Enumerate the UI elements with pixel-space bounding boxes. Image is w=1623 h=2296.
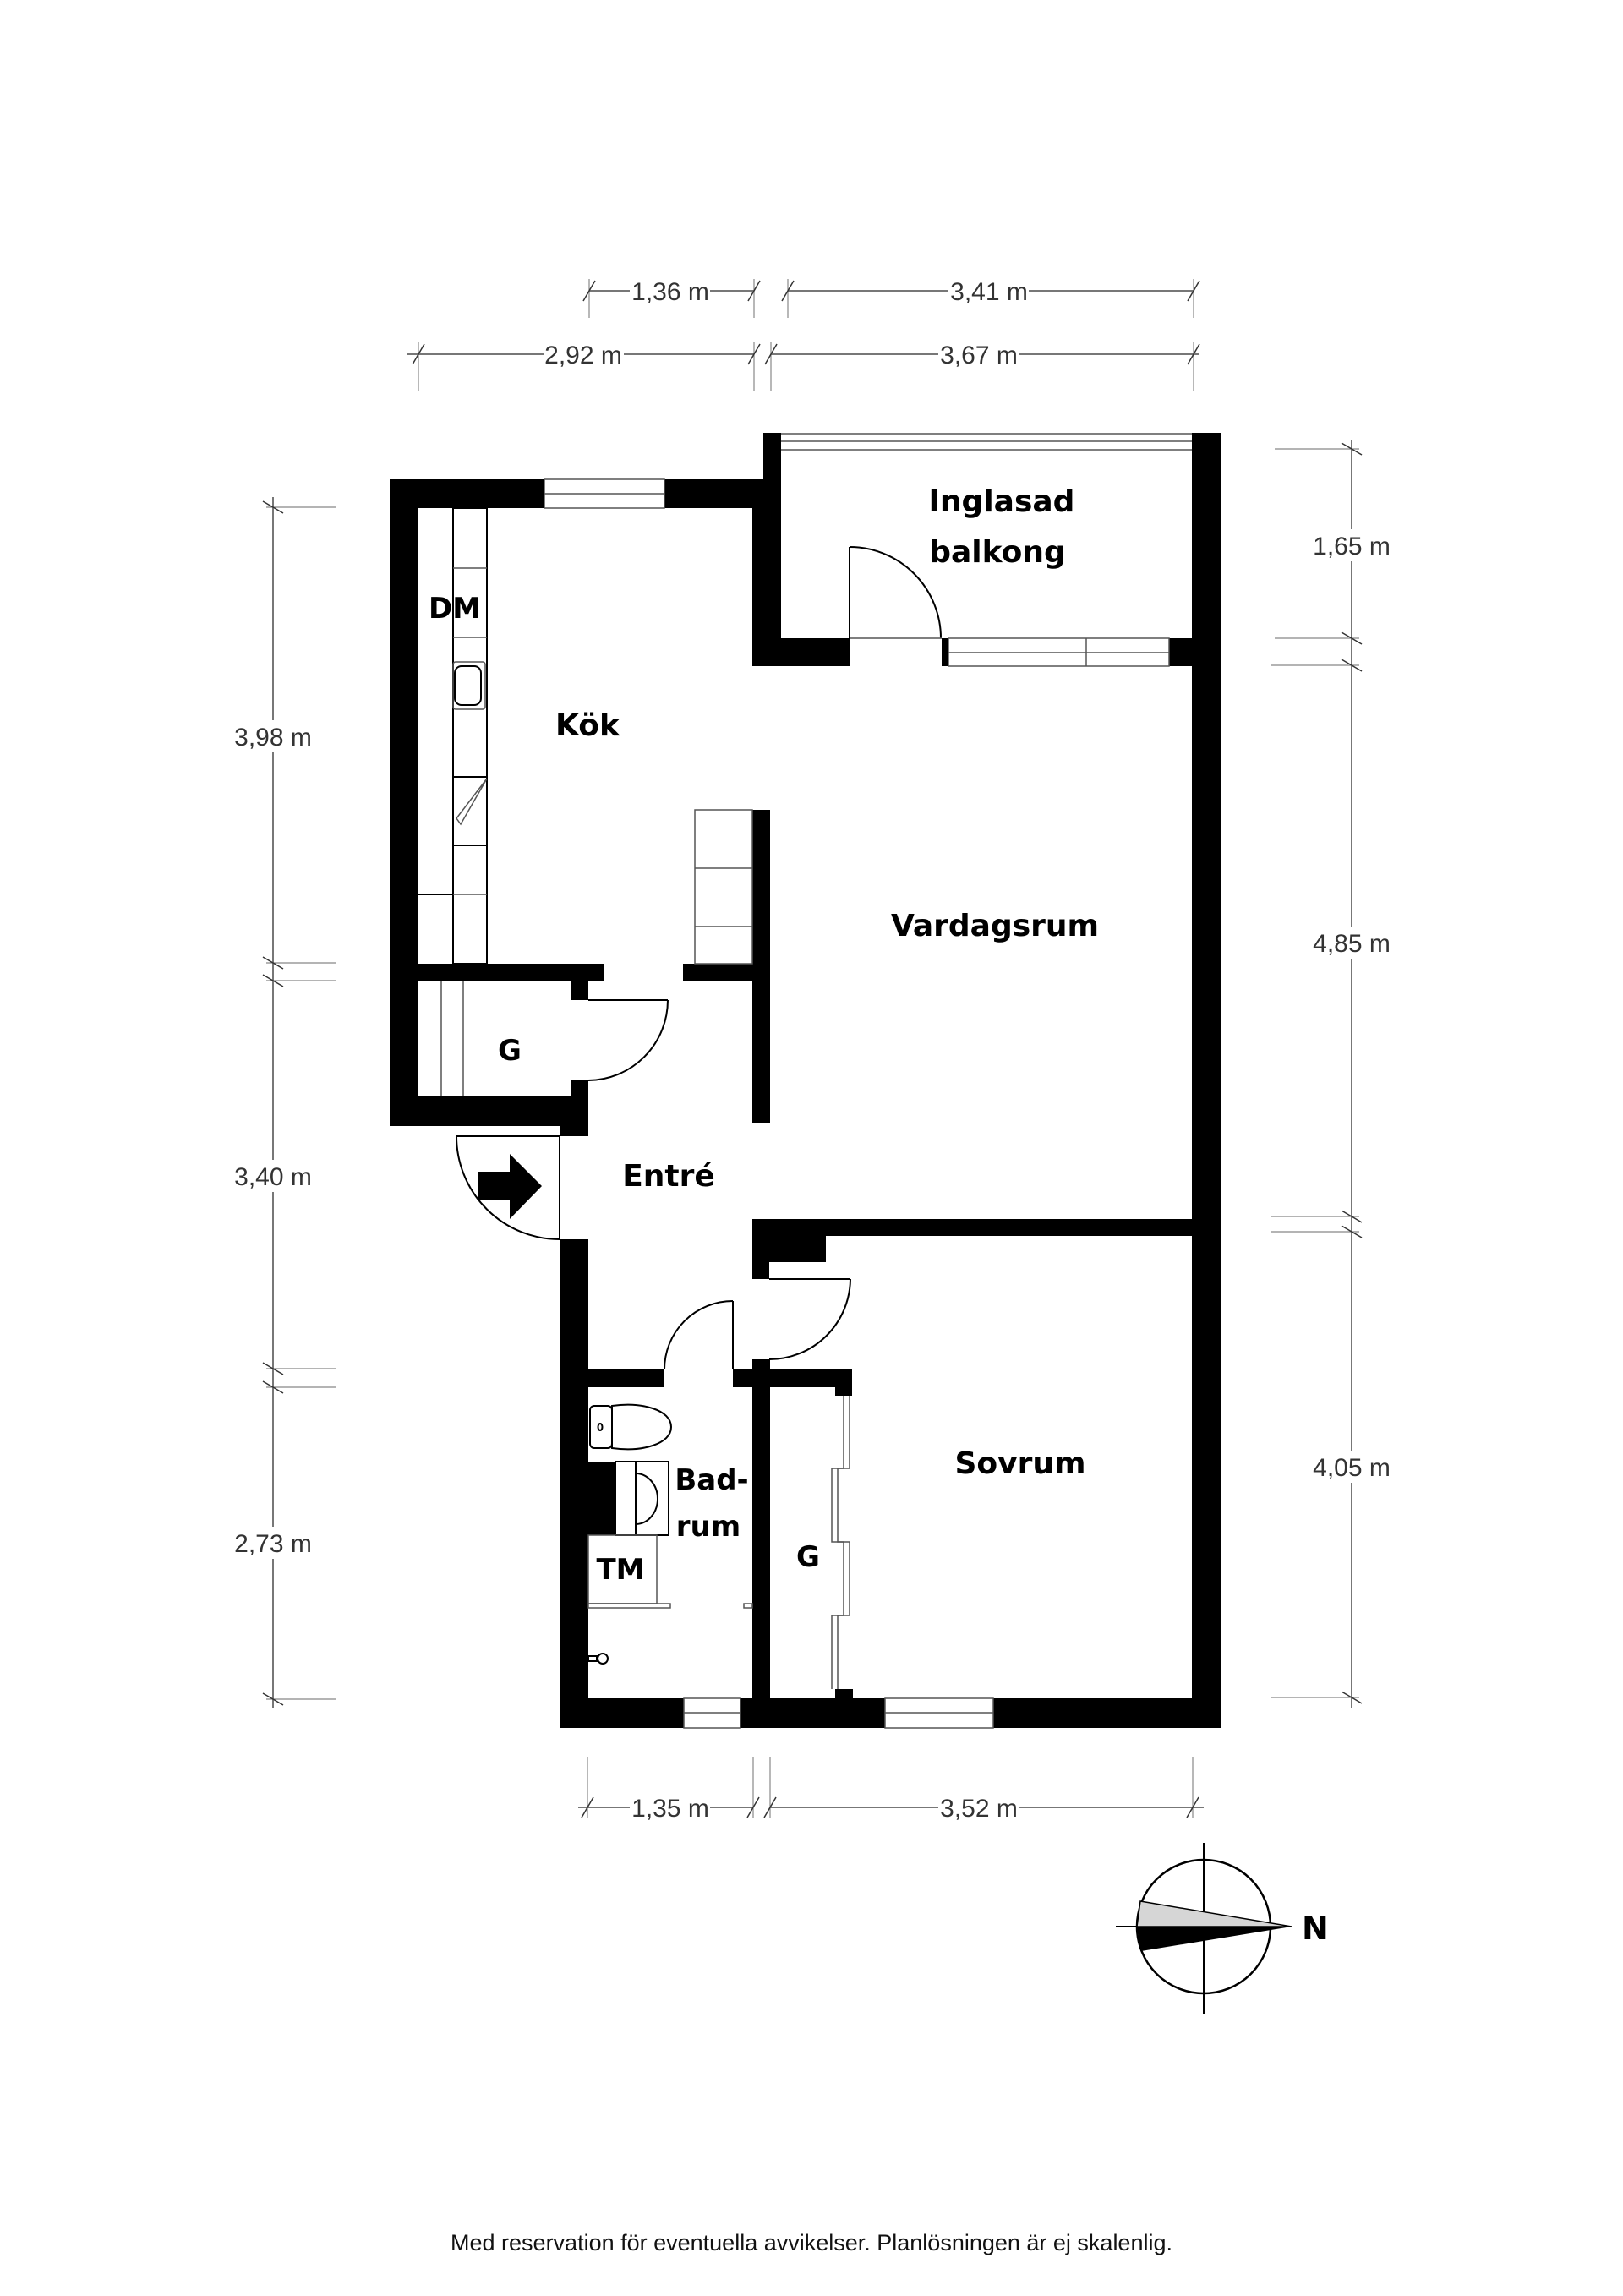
dim-top-kitchen: 2,92 m	[544, 342, 622, 369]
entrance-door	[456, 1135, 560, 1240]
dimensions-right: 1,65 m 4,85 m 4,05 m	[1271, 440, 1399, 1708]
windows	[544, 433, 1192, 1729]
toilet-icon	[589, 1403, 673, 1451]
label-closet-entry: G	[498, 1034, 522, 1068]
entry-closet-shelves	[440, 981, 464, 1096]
compass-north-label: N	[1302, 1910, 1329, 1947]
kitchen-counter	[418, 507, 488, 965]
kitchen-window	[544, 478, 665, 509]
entrance-arrow-icon	[478, 1154, 542, 1219]
bedroom-closet-sliding-doors	[831, 1396, 850, 1689]
dimensions-bottom: 1,35 m 3,52 m	[578, 1757, 1204, 1823]
room-labels: Inglasad balkong DM Kök Vardagsrum G Ent…	[429, 484, 1099, 1587]
dim-top-kitchen-upper: 1,36 m	[631, 278, 709, 306]
dimensions-left: 3,98 m 3,40 m 2,73 m	[228, 497, 336, 1708]
bedroom-window	[884, 1697, 994, 1729]
label-tm: TM	[596, 1553, 644, 1587]
bathroom-sink-icon	[615, 1461, 669, 1536]
compass-north-arrow-icon: N	[1116, 1843, 1329, 2014]
dim-right-bedroom: 4,05 m	[1313, 1454, 1391, 1482]
kitchen-sink-icon	[452, 661, 486, 710]
label-sovrum: Sovrum	[954, 1446, 1085, 1481]
label-bad: Bad-	[675, 1463, 748, 1497]
balcony-door	[849, 546, 942, 639]
label-dm: DM	[429, 592, 481, 626]
shower-line	[587, 1603, 753, 1609]
label-entre: Entré	[622, 1159, 715, 1194]
label-balkong: balkong	[929, 535, 1066, 570]
label-inglasad: Inglasad	[929, 484, 1075, 519]
kitchen-island	[694, 809, 753, 965]
bedroom-door	[768, 1278, 851, 1360]
dimensions-top: 1,36 m 3,41 m 2,92 m 3,67 m	[407, 275, 1200, 391]
walls	[390, 433, 1221, 1728]
dim-top-living: 3,67 m	[940, 342, 1018, 369]
dim-bottom-bedroom: 3,52 m	[940, 1795, 1018, 1823]
dim-left-kitchen: 3,98 m	[234, 724, 312, 752]
dim-left-bathroom: 2,73 m	[234, 1530, 312, 1558]
fixtures	[418, 507, 753, 1665]
balcony-glazing	[781, 433, 1192, 451]
bathroom-door	[664, 1300, 734, 1370]
shower-faucet-icon	[587, 1653, 609, 1665]
entry-closet-door	[587, 999, 669, 1081]
label-closet-bedroom: G	[796, 1540, 820, 1574]
dim-bottom-bathroom: 1,35 m	[631, 1795, 709, 1823]
disclaimer-footer: Med reservation för eventuella avvikelse…	[451, 2230, 1172, 2255]
label-rum: rum	[676, 1510, 740, 1544]
label-kok: Kök	[555, 708, 620, 743]
living-room-window	[948, 637, 1170, 667]
dim-right-balcony: 1,65 m	[1313, 533, 1391, 560]
dim-right-living: 4,85 m	[1313, 930, 1391, 958]
dim-top-balcony: 3,41 m	[950, 278, 1028, 306]
label-vardagsrum: Vardagsrum	[891, 909, 1099, 943]
doors	[456, 546, 942, 1689]
stove-icon	[452, 776, 488, 846]
dim-left-entry: 3,40 m	[234, 1163, 312, 1191]
bathroom-window	[683, 1697, 741, 1729]
